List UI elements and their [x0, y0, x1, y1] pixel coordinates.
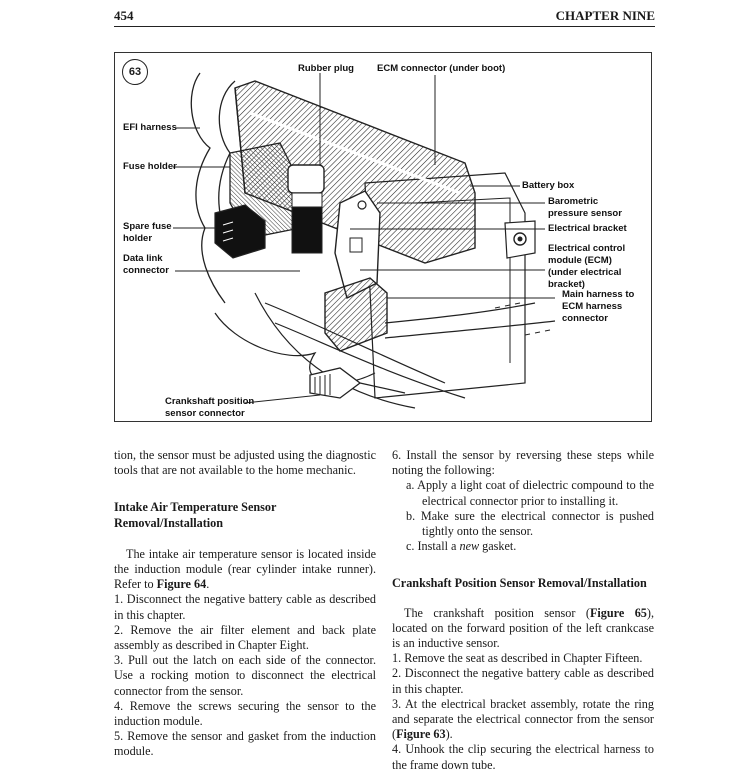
callout-data-link-connector: Data link connector — [123, 253, 169, 276]
continuation-paragraph: tion, the sensor must be adjusted using … — [114, 448, 376, 478]
intro-end: . — [206, 577, 210, 592]
step-3: 3. Pull out the latch on each side of th… — [114, 653, 376, 698]
figure-65-reference: Figure 65 — [589, 605, 647, 620]
substep-c-emphasis: new — [459, 539, 480, 554]
substep-c-suffix: gasket. — [479, 539, 517, 554]
figure-number-badge: 63 — [122, 59, 148, 85]
figure-64-reference: Figure 64 — [156, 577, 207, 592]
page-number: 454 — [114, 8, 134, 23]
callout-ecm-module: Electrical control module (ECM) (under e… — [548, 243, 626, 290]
intro-text: The intake air temperature sensor is loc… — [114, 546, 376, 592]
crank-step-2: 2. Disconnect the negative battery cable… — [392, 666, 654, 696]
callout-barometric-sensor: Barometric pressure sensor — [548, 196, 622, 219]
left-text-column: tion, the sensor must be adjusted using … — [114, 448, 376, 760]
substep-c-prefix: c. Install a — [406, 539, 460, 554]
crank-step-3: 3. At the electrical bracket assembly, r… — [392, 697, 654, 743]
crank-step-3-text: 3. At the electrical bracket assembly, r… — [392, 696, 654, 742]
crank-step-4: 4. Unhook the clip securing the electric… — [392, 742, 654, 772]
section-title-intake-air-line2: Removal/Installation — [114, 515, 224, 530]
intake-intro-paragraph: The intake air temperature sensor is loc… — [114, 547, 376, 593]
callout-crankshaft-connector: Crankshaft position sensor connector — [165, 396, 255, 419]
figure-63-illustration: 63 Rubber plug ECM connector (under boot… — [114, 52, 652, 422]
page-header: 454 CHAPTER NINE — [114, 6, 655, 27]
section-title-crankshaft: Crankshaft Position Sensor Removal/Insta… — [392, 576, 647, 591]
crank-step-1: 1. Remove the seat as described in Chapt… — [392, 651, 643, 666]
callout-main-harness: Main harness to ECM harness connector — [562, 289, 635, 324]
callout-battery-box: Battery box — [522, 180, 575, 191]
substep-a: a. Apply a light coat of dielectric comp… — [406, 478, 654, 508]
callout-efi-harness: EFI harness — [123, 122, 177, 133]
step-2: 2. Remove the air filter element and bac… — [114, 622, 376, 653]
crank-intro-b: ), located on the forward position of th… — [392, 605, 654, 651]
step-6: 6. Install the sensor by reversing these… — [392, 448, 654, 478]
crankshaft-intro-paragraph: The crankshaft position sensor (Figure 6… — [392, 606, 654, 652]
step-5: 5. Remove the sensor and gasket from the… — [114, 729, 376, 759]
crank-step-3-end: ). — [445, 727, 453, 742]
substep-b: b. Make sure the electrical connector is… — [406, 508, 654, 539]
ecm-assembly-drawing — [173, 72, 556, 409]
chapter-title: CHAPTER NINE — [555, 8, 655, 23]
step-1: 1. Disconnect the negative battery cable… — [114, 592, 376, 622]
callout-fuse-holder: Fuse holder — [123, 161, 177, 172]
crank-intro-a: The crankshaft position sensor ( — [404, 605, 590, 620]
callout-electrical-bracket: Electrical bracket — [548, 223, 627, 234]
section-title-intake-air-line1: Intake Air Temperature Sensor — [114, 500, 277, 515]
right-text-column: 6. Install the sensor by reversing these… — [392, 448, 654, 773]
substep-c: c. Install a new gasket. — [392, 539, 654, 554]
callout-rubber-plug: Rubber plug — [298, 63, 354, 74]
callout-ecm-connector: ECM connector (under boot) — [377, 63, 506, 74]
figure-63-reference: Figure 63 — [396, 727, 446, 742]
callout-spare-fuse-holder: Spare fuse holder — [123, 221, 172, 244]
step-4: 4. Remove the screws securing the sensor… — [114, 698, 376, 729]
